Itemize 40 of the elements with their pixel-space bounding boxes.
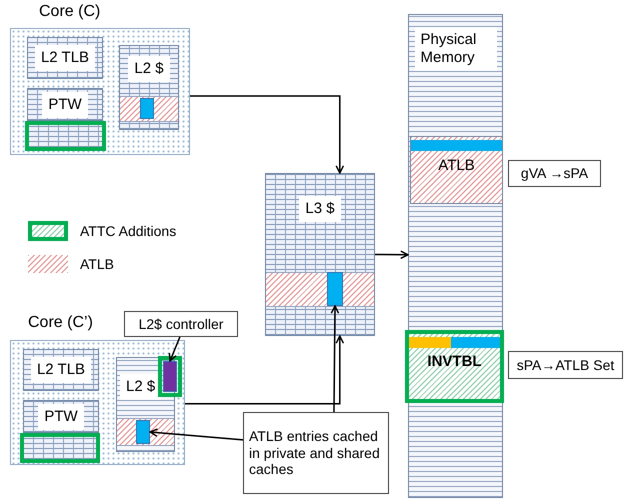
arrow xyxy=(375,250,409,260)
arrow xyxy=(190,95,344,174)
attc-addition-block xyxy=(20,433,100,463)
leader-line xyxy=(168,336,181,362)
unit-label: L2 TLB xyxy=(34,45,96,71)
invtbl-region xyxy=(405,330,504,403)
callout-text: gVA →sPA xyxy=(520,165,588,182)
unit-box xyxy=(27,37,103,79)
callout-text: L2$ controller xyxy=(138,316,224,332)
unit-label: L2 $ xyxy=(120,374,162,400)
callout-box xyxy=(508,351,623,379)
unit-label: PTW xyxy=(42,92,88,118)
unit-label: PTW xyxy=(38,404,84,430)
memory-column xyxy=(408,14,503,498)
attc-addition-block xyxy=(25,121,106,151)
legend-label: ATTC Additions xyxy=(80,223,176,239)
cache-box xyxy=(119,45,179,130)
unit-label: L3 $ xyxy=(299,196,341,222)
unit-box xyxy=(23,400,99,433)
atlb-region xyxy=(410,136,503,204)
legend-label: ATLB xyxy=(80,256,114,272)
unit-label: ATLB xyxy=(438,157,475,175)
unit-label: Physical Memory xyxy=(414,27,496,71)
unit-label: INVTBL xyxy=(427,353,482,371)
callout-box xyxy=(124,311,238,337)
unit-label: L2 $ xyxy=(128,56,170,82)
core-heading: Core (C’) xyxy=(28,314,93,332)
atlb-entry-block xyxy=(327,272,343,306)
atlb-entry-block xyxy=(136,420,150,444)
leader-line xyxy=(149,428,244,441)
cache-box xyxy=(265,173,375,336)
callout-box xyxy=(243,412,389,494)
core-heading: Core (C) xyxy=(39,3,100,21)
callout-text: sPA→ATLB Set xyxy=(516,356,614,374)
leader-line xyxy=(330,305,340,412)
unit-box xyxy=(27,88,103,121)
unit-label: L2 TLB xyxy=(30,357,92,383)
callout-box xyxy=(508,160,601,187)
callout-text: ATLB entries cached in private and shared caches xyxy=(249,428,381,478)
unit-box xyxy=(23,349,99,391)
